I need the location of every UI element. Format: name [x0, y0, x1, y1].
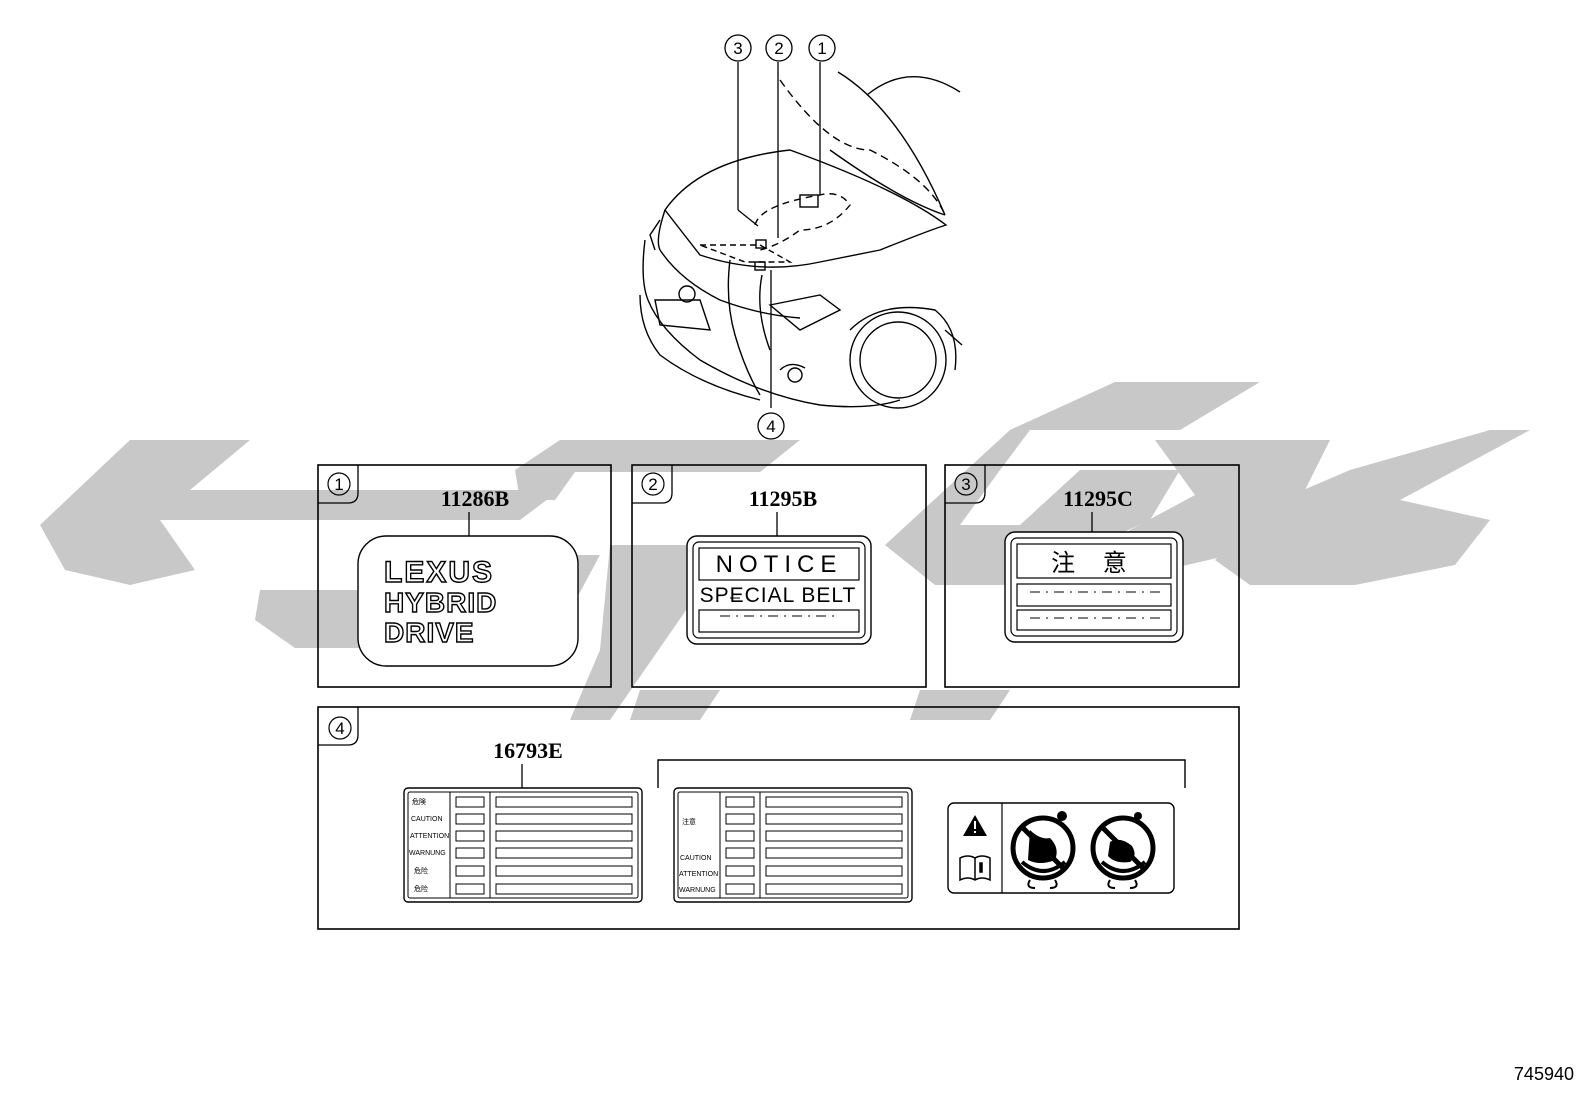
diagram-id: 745940 — [1513, 1064, 1574, 1084]
callout-2: 2 — [765, 34, 793, 62]
part-number-11286B: 11286B — [441, 486, 510, 511]
svg-text:ATTENTION: ATTENTION — [679, 871, 718, 878]
svg-text:危险: 危险 — [414, 884, 428, 893]
callout-1: 1 — [808, 34, 836, 62]
emblem-label-outline — [357, 535, 579, 667]
no-rear-facing-seat-icon — [1090, 812, 1156, 889]
callout-3: 3 — [724, 34, 752, 62]
notice-heading: NOTICE — [716, 551, 843, 578]
car-front-illustration — [639, 71, 963, 409]
special-belt-text: SPECIAL BELT — [700, 584, 857, 607]
warning-label-middle: 注意 CAUTION ATTENTION WARNUNG — [673, 787, 913, 903]
svg-text:WARNUNG: WARNUNG — [679, 887, 716, 894]
panel-4-index: 4 — [335, 719, 344, 738]
svg-text:CAUTION: CAUTION — [680, 855, 712, 862]
chuui-heading: 注 意 — [1051, 549, 1137, 577]
svg-text:WARNUNG: WARNUNG — [409, 850, 446, 857]
callout-4: 4 — [757, 412, 785, 440]
svg-text:HYBRID: HYBRID — [384, 587, 497, 618]
svg-text:危险: 危险 — [414, 866, 428, 875]
panel-1-index: 1 — [334, 475, 343, 494]
panel-3: 3 11295C 注 意 — [944, 464, 1240, 688]
svg-text:CAUTION: CAUTION — [411, 816, 443, 823]
svg-text:ATTENTION: ATTENTION — [410, 833, 449, 840]
panel-1: 1 11286B LEXUS HYBRID DRIVE — [317, 464, 612, 688]
svg-text:注意: 注意 — [682, 817, 696, 826]
svg-text:1: 1 — [817, 39, 826, 58]
part-number-11295C: 11295C — [1063, 486, 1133, 511]
svg-text:DRIVE: DRIVE — [384, 617, 475, 648]
panel-3-index: 3 — [961, 475, 970, 494]
no-child-seat-icon — [1010, 811, 1076, 889]
leader-lines — [737, 62, 821, 408]
svg-text:2: 2 — [774, 39, 783, 58]
pictogram-label — [947, 802, 1175, 894]
warning-triangle-icon — [963, 815, 987, 836]
svg-text:危険: 危険 — [412, 797, 426, 806]
warning-label-left: 危険 CAUTION ATTENTION WARNUNG 危险 危险 — [403, 787, 643, 903]
svg-text:LEXUS: LEXUS — [384, 556, 494, 589]
manual-book-icon — [959, 855, 991, 882]
panel-4: 4 16793E 危険 CAUTION ATTENTION WARNUNG 危险… — [317, 706, 1240, 930]
panel-2-index: 2 — [648, 475, 657, 494]
svg-text:3: 3 — [733, 39, 742, 58]
part-number-16793E: 16793E — [493, 738, 563, 763]
panel-2: 2 11295B NOTICE SPECIAL BELT — [631, 464, 927, 688]
part-number-11295B: 11295B — [749, 486, 818, 511]
emblem-label-text: LEXUS HYBRID DRIVE — [383, 555, 497, 648]
svg-text:4: 4 — [766, 417, 775, 436]
